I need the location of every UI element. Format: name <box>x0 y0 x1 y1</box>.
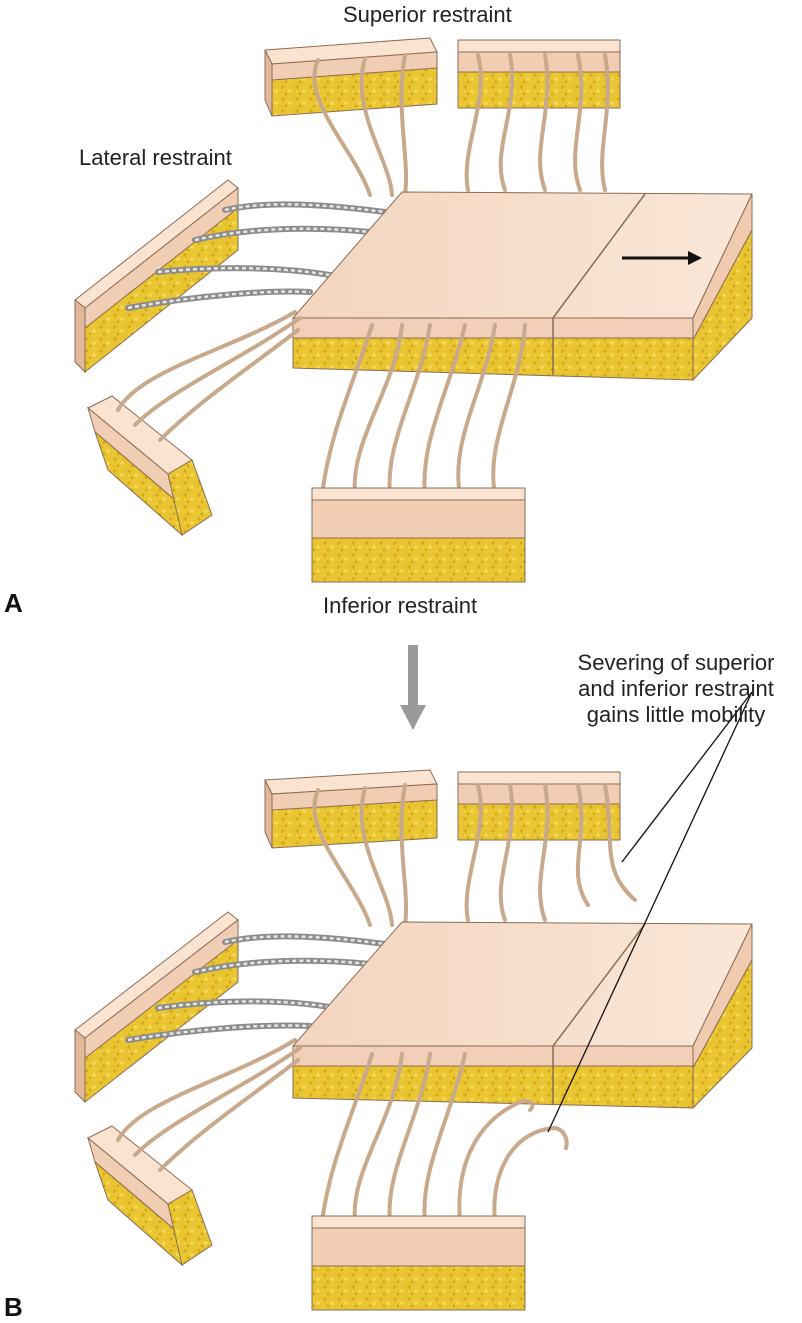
motion-arrow <box>622 251 702 265</box>
superior-block-left <box>264 37 438 117</box>
lateral-restraint-label: Lateral restraint <box>79 145 232 170</box>
inferior-fibers <box>320 323 527 497</box>
annotation-line-1: Severing of superior <box>577 650 775 675</box>
lower-left-block <box>87 395 213 537</box>
b-inferior-block <box>311 1215 526 1311</box>
annotation-leaders <box>547 691 753 1133</box>
b-lateral-block <box>74 911 239 1104</box>
annotation-line-2: and inferior restraint <box>578 676 774 701</box>
b-lower-left-block <box>87 1125 213 1267</box>
b-superior-block-left <box>264 769 438 849</box>
superior-restraint-label: Superior restraint <box>343 2 512 27</box>
b-lower-left-fibers <box>116 1038 302 1172</box>
b-superior-fibers <box>312 783 637 927</box>
panel-a <box>74 37 753 583</box>
panel-a-letter: A <box>4 588 23 618</box>
lateral-block <box>74 179 239 374</box>
b-inferior-fibers <box>320 1052 569 1224</box>
inferior-restraint-label: Inferior restraint <box>323 593 478 618</box>
inferior-block <box>311 487 526 583</box>
panel-b <box>74 691 753 1311</box>
lower-left-fibers <box>116 310 302 442</box>
transition-arrow <box>400 645 426 730</box>
severing-annotation: Severing of superior and inferior restra… <box>556 650 796 728</box>
superior-fibers <box>312 53 610 197</box>
panel-b-letter: B <box>4 1292 23 1322</box>
annotation-line-3: gains little mobility <box>586 702 766 727</box>
